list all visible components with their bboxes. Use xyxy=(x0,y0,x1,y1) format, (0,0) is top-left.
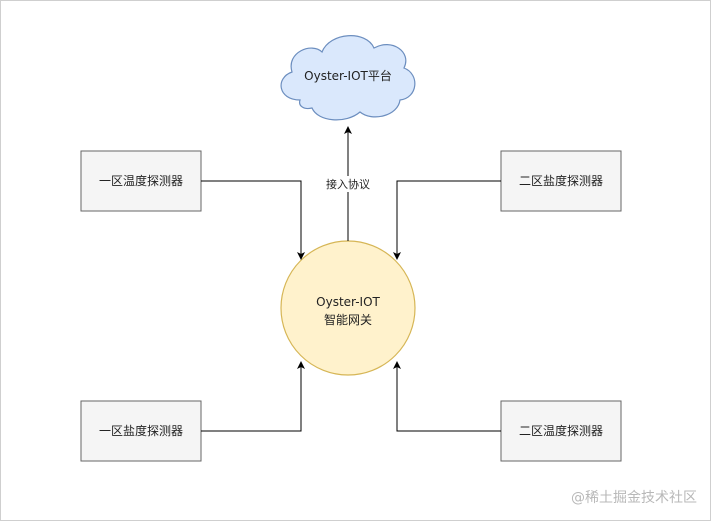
cloud-node: Oyster-IOT平台 xyxy=(280,35,416,121)
sensor-top-left-box xyxy=(80,150,202,212)
gateway-node: Oyster-IOT 智能网关 xyxy=(280,240,416,376)
gateway-label-line1: Oyster-IOT xyxy=(316,295,380,309)
cloud-label: Oyster-IOT平台 xyxy=(304,68,392,83)
edge-top-left-to-gateway xyxy=(201,180,305,260)
edge-label-bg xyxy=(322,176,374,192)
gateway-label-line2: 智能网关 xyxy=(324,312,372,327)
edge-label: 接入协议 xyxy=(326,177,370,191)
sensor-bottom-left: 一区盐度探测器 xyxy=(80,400,202,462)
sensor-bottom-left-label: 一区盐度探测器 xyxy=(99,423,183,438)
sensor-top-left-label: 一区温度探测器 xyxy=(99,173,183,188)
sensor-bottom-right-label: 二区温度探测器 xyxy=(519,423,603,438)
sensor-bottom-left-box xyxy=(80,400,202,462)
sensor-top-right-box xyxy=(500,150,622,212)
watermark: @稀土掘金技术社区 xyxy=(571,490,697,506)
sensor-top-right-label: 二区盐度探测器 xyxy=(519,173,603,188)
edge-bottom-left-to-gateway xyxy=(201,361,305,432)
sensor-top-right: 二区盐度探测器 xyxy=(500,150,622,212)
sensor-bottom-right: 二区温度探测器 xyxy=(500,400,622,462)
edge-top-right-to-gateway xyxy=(393,180,501,260)
edge-bottom-right-to-gateway xyxy=(393,361,501,432)
cloud-icon xyxy=(280,35,416,121)
sensor-top-left: 一区温度探测器 xyxy=(80,150,202,212)
